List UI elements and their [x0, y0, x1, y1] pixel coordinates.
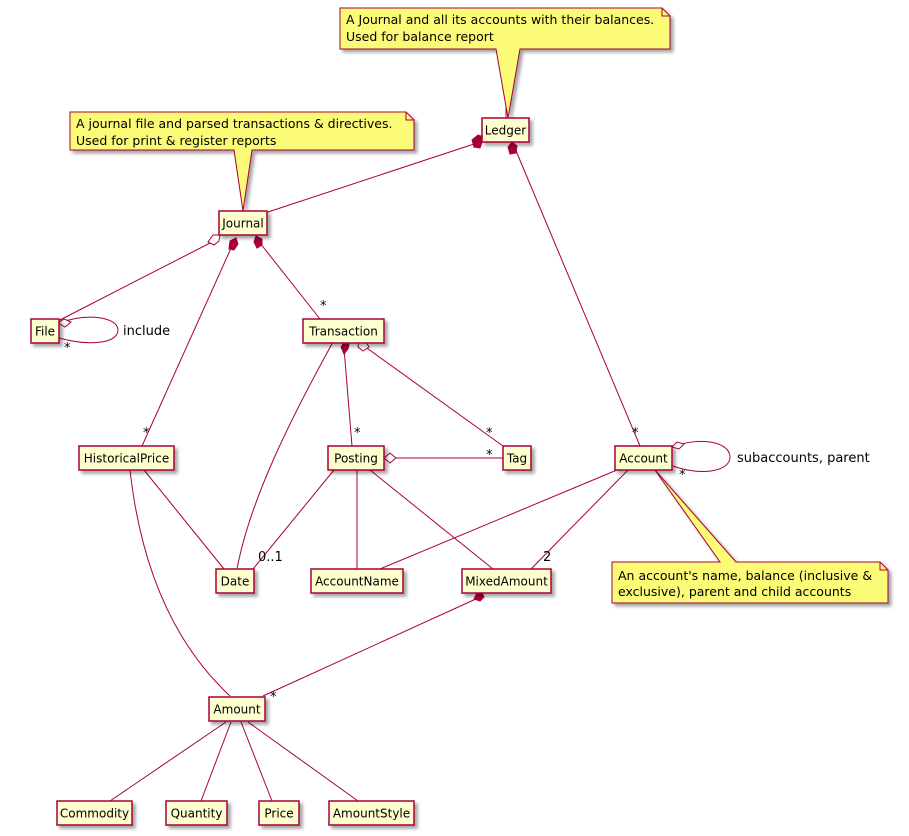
transaction-date-line — [236, 341, 334, 570]
class-price — [258, 800, 300, 826]
transaction-tag-line — [363, 345, 504, 447]
class-ledger-label: Ledger — [485, 124, 526, 138]
account-accountname-line — [379, 469, 618, 570]
transaction-posting-multiplicity: * — [354, 426, 361, 441]
note-account: An account's name, balance (inclusive & … — [611, 469, 889, 604]
class-posting — [327, 445, 385, 471]
class-ledger — [481, 117, 530, 143]
ledger-account-line — [513, 145, 641, 447]
note-ledger: A Journal and all its accounts with thei… — [339, 7, 671, 119]
class-quantity — [165, 800, 228, 826]
journal-historicalprice-multiplicity: * — [143, 426, 150, 441]
journal-file-line — [57, 240, 215, 322]
posting-tag-multiplicity: * — [486, 448, 493, 463]
journal-transaction-line — [259, 242, 321, 320]
note-account-line-2: exclusive), parent and child accounts — [618, 584, 851, 599]
account-self-multiplicity: * — [679, 468, 686, 483]
journal-historicalprice-diamond — [228, 237, 239, 251]
class-price-label: Price — [264, 807, 293, 821]
relationship-lines — [57, 58, 731, 802]
class-tag-label: Tag — [506, 452, 527, 466]
class-file — [30, 318, 60, 344]
mixedamount-amount-line — [262, 597, 479, 697]
class-mixedamount-label: MixedAmount — [465, 575, 548, 589]
note-journal: A journal file and parsed transactions &… — [69, 111, 415, 212]
class-quantity-label: Quantity — [171, 807, 223, 821]
class-amount-label: Amount — [213, 703, 260, 717]
class-date-label: Date — [221, 575, 250, 589]
class-commodity-label: Commodity — [60, 807, 129, 821]
class-tag — [502, 445, 532, 471]
journal-transaction-diamond — [253, 235, 263, 249]
file-include-open-diamond — [57, 318, 72, 328]
note-ledger-line-1: A Journal and all its accounts with thei… — [346, 12, 654, 27]
posting-date-line — [252, 469, 335, 570]
class-account-label: Account — [619, 452, 668, 466]
note-account-line-1: An account's name, balance (inclusive & — [618, 568, 872, 583]
posting-date-multiplicity: 0..1 — [258, 550, 283, 565]
transaction-posting-line — [343, 347, 353, 447]
amount-quantity-line — [200, 721, 232, 802]
class-commodity — [56, 800, 133, 826]
journal-file-open-diamond — [207, 234, 221, 246]
class-transaction — [302, 318, 385, 344]
account-mixedamount-multiplicity: 2 — [543, 550, 551, 565]
journal-transaction-multiplicity: * — [320, 299, 327, 314]
historicalprice-amount-line — [129, 469, 231, 697]
class-transaction-label: Transaction — [308, 325, 378, 339]
note-journal-line-1: A journal file and parsed transactions &… — [76, 116, 392, 131]
note-journal-line-2: Used for print & register reports — [76, 133, 276, 148]
posting-tag-open-diamond — [383, 452, 397, 464]
ledger-journal-line — [264, 143, 475, 214]
class-historicalprice — [78, 445, 175, 471]
class-amountstyle-label: AmountStyle — [333, 807, 410, 821]
mixedamount-amount-diamond — [473, 592, 485, 602]
class-date — [215, 568, 255, 594]
account-self-label: subaccounts, parent — [737, 451, 870, 466]
file-include-multiplicity: * — [64, 341, 71, 356]
class-file-label: File — [35, 325, 55, 339]
class-account — [614, 445, 673, 471]
note-ledger-line-2: Used for balance report — [346, 29, 494, 44]
class-mixedamount — [461, 568, 552, 594]
file-include-label: include — [123, 324, 170, 339]
class-accountname — [310, 568, 404, 594]
class-journal — [218, 210, 268, 236]
posting-mixedamount-line — [369, 469, 494, 570]
amount-commodity-line — [109, 721, 227, 802]
account-self-open-diamond — [671, 441, 685, 450]
transaction-tag-multiplicity: * — [486, 426, 493, 441]
class-amountstyle — [328, 800, 415, 826]
class-boxes — [30, 117, 673, 826]
account-mixedamount-line — [530, 469, 629, 570]
ledger-account-diamond — [507, 141, 518, 155]
relationship-diamonds — [57, 134, 685, 602]
journal-historicalprice-line — [141, 245, 233, 447]
class-accountname-label: AccountName — [315, 575, 399, 589]
class-journal-label: Journal — [221, 217, 264, 231]
amount-price-line — [240, 721, 273, 802]
class-amount — [208, 696, 266, 722]
class-historicalprice-label: HistoricalPrice — [84, 452, 169, 466]
historicalprice-date-line — [143, 469, 225, 570]
account-subaccounts-self-line — [672, 440, 731, 472]
class-posting-label: Posting — [334, 452, 378, 466]
mixedamount-amount-multiplicity: * — [270, 690, 277, 705]
ledger-journal-diamond — [471, 134, 485, 149]
ledger-account-multiplicity: * — [632, 426, 639, 441]
amount-amountstyle-line — [247, 721, 359, 802]
file-include-self-line — [58, 316, 119, 344]
